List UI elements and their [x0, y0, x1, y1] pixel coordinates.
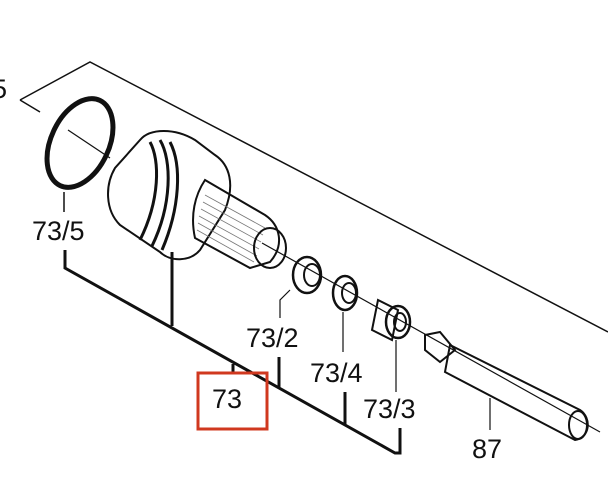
washer-2-part — [331, 274, 359, 312]
sleeve-part — [370, 298, 412, 342]
label-o-ring: 73/5 — [32, 216, 85, 246]
leader-washer-1 — [279, 289, 291, 318]
highlight-box — [196, 371, 269, 431]
group-bracket-tick — [19, 99, 41, 113]
group-bracket-line — [19, 61, 608, 333]
housing-part — [107, 130, 601, 433]
label-bit-holder: 87 — [472, 434, 502, 464]
washer-1-part — [291, 255, 323, 295]
o-ring-part — [44, 96, 116, 190]
assembly-bracket — [63, 250, 402, 455]
label-sleeve: 73/3 — [363, 394, 416, 424]
label-washer-1: 73/2 — [246, 323, 299, 353]
label-partial-left: 5 — [0, 74, 7, 104]
label-washer-2: 73/4 — [310, 358, 363, 388]
label-assembly[interactable]: 73 — [212, 384, 242, 414]
bit-holder-part — [424, 330, 589, 442]
